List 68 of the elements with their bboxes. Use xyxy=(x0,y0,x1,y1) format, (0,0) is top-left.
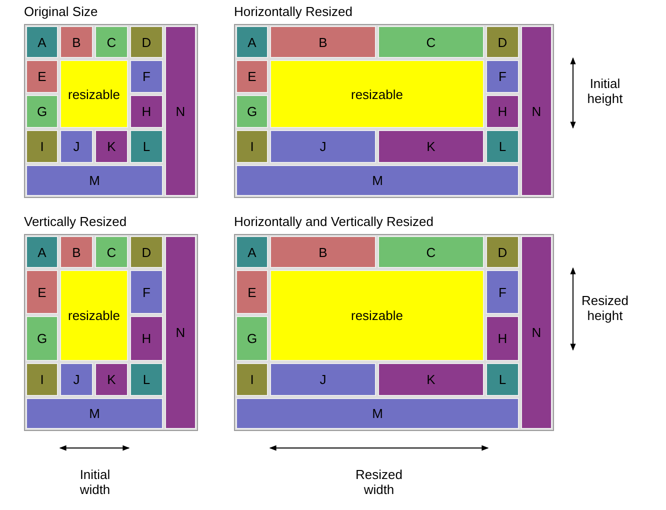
grid-cell: E xyxy=(236,60,268,93)
grid-cell: L xyxy=(130,130,163,163)
grid-cell: J xyxy=(60,130,93,163)
grid-cell: D xyxy=(486,26,519,58)
grid-cell: F xyxy=(130,60,163,93)
grid-cell: K xyxy=(378,363,484,396)
grid-cell: B xyxy=(60,236,93,268)
grid-cell: L xyxy=(486,363,519,396)
resizable-area: resizable xyxy=(60,60,128,128)
dimension-label: Initial width xyxy=(78,467,112,497)
grid-cell: G xyxy=(26,95,58,128)
grid-cell: A xyxy=(26,236,58,268)
grid-cell: N xyxy=(521,26,552,196)
panel-title: Horizontally Resized xyxy=(234,4,352,19)
grid-cell: C xyxy=(378,26,484,58)
grid-cell: G xyxy=(236,95,268,128)
grid-cell: M xyxy=(26,398,163,429)
panel-title: Horizontally and Vertically Resized xyxy=(234,214,434,229)
dimension-label: Initial height xyxy=(586,76,624,106)
grid-cell: F xyxy=(486,60,519,93)
resizable-area: resizable xyxy=(60,270,128,361)
grid-cell: C xyxy=(378,236,484,268)
grid-cell: C xyxy=(95,236,128,268)
grid-cell: H xyxy=(130,316,163,361)
panel-title: Original Size xyxy=(24,4,98,19)
grid-cell: C xyxy=(95,26,128,58)
grid-cell: H xyxy=(486,95,519,128)
grid-cell: E xyxy=(236,270,268,314)
grid-cell: N xyxy=(165,26,196,196)
grid-cell: G xyxy=(236,316,268,361)
grid-cell: B xyxy=(270,236,376,268)
grid-cell: D xyxy=(130,236,163,268)
grid-cell: M xyxy=(236,165,519,196)
grid-cell: G xyxy=(26,316,58,361)
grid-cell: D xyxy=(486,236,519,268)
grid-cell: A xyxy=(26,26,58,58)
grid-cell: M xyxy=(236,398,519,429)
grid-cell: J xyxy=(60,363,93,396)
grid-cell: K xyxy=(95,363,128,396)
dimension-label: Resized width xyxy=(354,467,404,497)
grid-cell: I xyxy=(26,130,58,163)
grid-cell: E xyxy=(26,270,58,314)
dimension-label: Resized height xyxy=(580,293,630,323)
grid-cell: K xyxy=(378,130,484,163)
grid-cell: L xyxy=(486,130,519,163)
grid-cell: F xyxy=(486,270,519,314)
grid-cell: L xyxy=(130,363,163,396)
grid-cell: I xyxy=(26,363,58,396)
grid-cell: E xyxy=(26,60,58,93)
grid-cell: B xyxy=(270,26,376,58)
grid-cell: B xyxy=(60,26,93,58)
panel-title: Vertically Resized xyxy=(24,214,127,229)
grid-cell: J xyxy=(270,363,376,396)
grid-cell: D xyxy=(130,26,163,58)
grid-cell: M xyxy=(26,165,163,196)
resizable-area: resizable xyxy=(270,270,484,361)
grid-cell: N xyxy=(165,236,196,429)
grid-cell: A xyxy=(236,26,268,58)
grid-cell: H xyxy=(130,95,163,128)
grid-cell: H xyxy=(486,316,519,361)
grid-cell: K xyxy=(95,130,128,163)
grid-cell: F xyxy=(130,270,163,314)
grid-cell: A xyxy=(236,236,268,268)
grid-cell: N xyxy=(521,236,552,429)
grid-cell: I xyxy=(236,130,268,163)
grid-cell: J xyxy=(270,130,376,163)
resizable-area: resizable xyxy=(270,60,484,128)
grid-cell: I xyxy=(236,363,268,396)
